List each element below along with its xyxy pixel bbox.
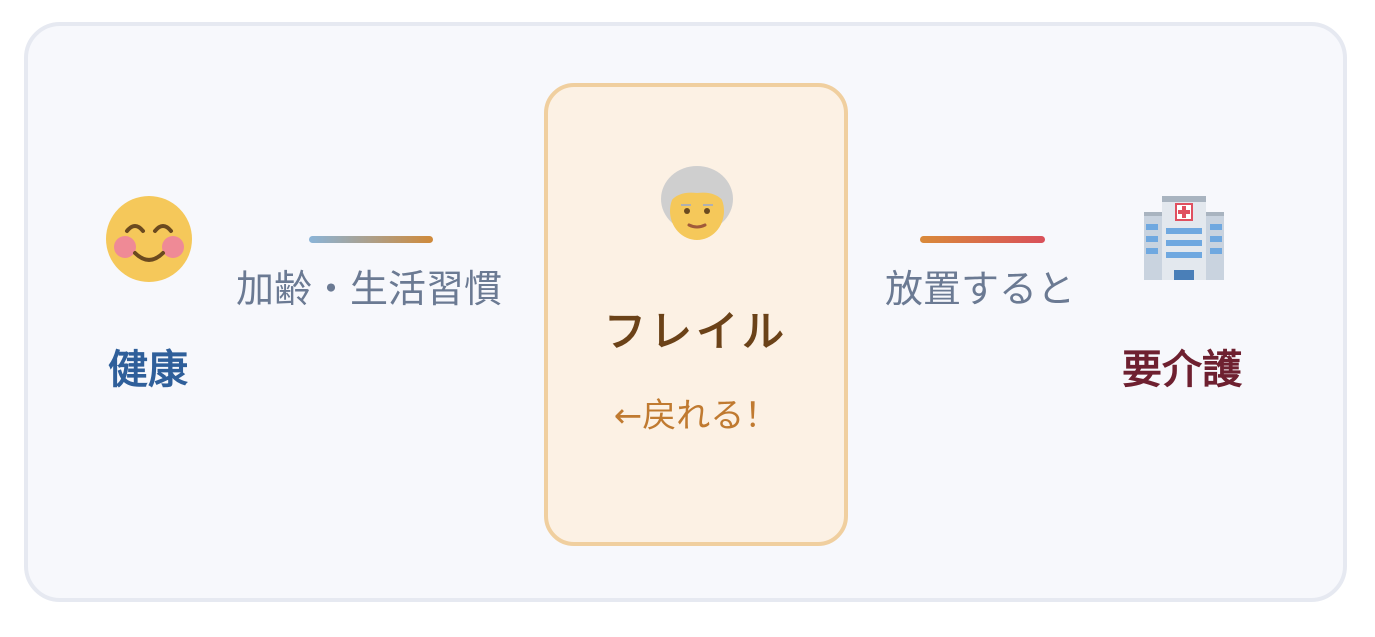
transition-label-to-frailty: 加齢・生活習慣 xyxy=(235,267,503,311)
transition-arrow-to-frailty xyxy=(309,236,433,243)
frailty-label: フレイル xyxy=(603,307,789,356)
hospital-icon xyxy=(1144,196,1224,280)
frailty-reversible-note: ←戻れる！ xyxy=(613,396,779,436)
elderly-person-icon xyxy=(661,166,733,240)
healthy-label: 健康 xyxy=(108,347,188,393)
smiling-face-icon xyxy=(106,196,192,282)
frailty-card: フレイル ←戻れる！ xyxy=(544,83,848,546)
transition-label-to-care: 放置すると xyxy=(884,267,1076,311)
care-label: 要介護 xyxy=(1122,347,1242,393)
transition-arrow-to-care xyxy=(920,236,1045,243)
